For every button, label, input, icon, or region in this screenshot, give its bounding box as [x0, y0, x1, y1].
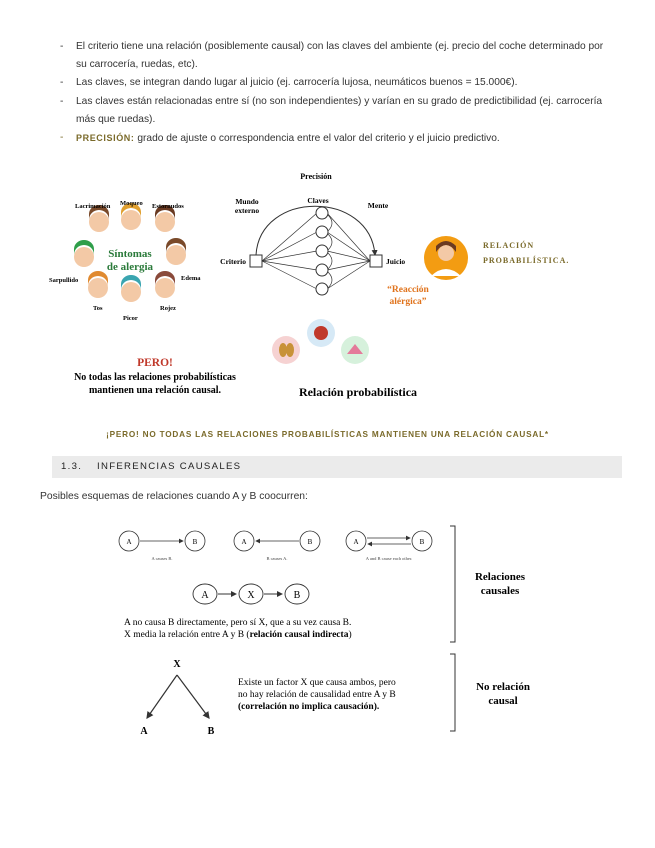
lens-label: Mundo [235, 197, 259, 206]
bracket-label: causal [488, 695, 517, 707]
bullet-dash: - [60, 132, 64, 144]
node-label: A [241, 538, 246, 546]
face-icon [88, 271, 108, 298]
bracket [450, 653, 456, 732]
reaction-label: “Reacción [387, 284, 429, 295]
face-icon [155, 205, 175, 232]
pero-text: No todas las relaciones probabilísticas [74, 372, 236, 383]
figure-caption: ¡PERO! NO TODAS LAS RELACIONES PROBABILÍ… [106, 430, 549, 439]
pero-text: mantienen una relación causal. [89, 385, 222, 396]
bullet-dash: - [60, 41, 64, 52]
node-b [184, 530, 206, 552]
section-header: 1.3. INFERENCIAS CAUSALES [52, 456, 622, 478]
side-label: RELACIÓN [483, 240, 534, 250]
symptom-label: Estornudos [152, 203, 184, 210]
bracket [450, 525, 456, 643]
node-label: B [308, 538, 313, 546]
section-number: 1.3. [61, 461, 83, 472]
face-icon [74, 240, 94, 267]
common-cause-text: no hay relación de causalidad entre A y … [238, 690, 396, 700]
node-a [192, 583, 218, 605]
node-label: X [247, 590, 255, 601]
symptom-faces [74, 203, 186, 302]
relacion-probabilistica-title: Relación probabilística [299, 385, 417, 399]
node-label: A [126, 538, 131, 546]
reaction-label: alérgica” [390, 297, 427, 307]
symptom-label: Moqueo [120, 200, 143, 207]
pero-heading: PERO! [137, 357, 173, 369]
node-label: B [208, 726, 215, 737]
symptoms-title: Síntomas [108, 248, 152, 260]
precision-term: PRECISIÓN: [76, 133, 135, 144]
face-icon [166, 238, 186, 265]
symptom-label: Picor [123, 315, 138, 322]
side-label: PROBABILÍSTICA. [483, 255, 569, 265]
node-label: B [193, 538, 198, 546]
peanut-shape [279, 343, 287, 357]
indirect-text: X media la relación entre A y B (relació… [124, 629, 352, 640]
face-icon [121, 203, 141, 230]
symptoms-title: de alergia [107, 261, 154, 273]
scheme-caption: B causes A. [266, 556, 287, 561]
node-x [238, 583, 264, 605]
ladybug-shape [314, 326, 328, 340]
node-b [299, 530, 321, 552]
common-cause-text: Existe un factor X que causa ambos, pero [238, 677, 396, 688]
face-icon [121, 275, 141, 302]
bullet-item: - El criterio tiene una relación (posible… [60, 38, 605, 74]
symptom-label: Tos [93, 305, 103, 312]
node-a [345, 530, 367, 552]
symptom-label: Edema [181, 275, 201, 282]
node-label: B [294, 590, 301, 601]
bullet-dash: - [60, 77, 64, 89]
common-cause-text: (correlación no implica causación). [238, 701, 379, 712]
bullet-item: -Las claves están relacionadas entre sí … [60, 93, 605, 129]
section-title: INFERENCIAS CAUSALES [97, 461, 242, 472]
bullet-dash: - [60, 95, 64, 107]
bracket-label: No relación [476, 681, 530, 693]
doctor-avatar-icon [424, 236, 468, 280]
node-label: X [173, 659, 181, 670]
symptom-label: Lacrimación [75, 203, 111, 210]
node-b [284, 583, 310, 605]
lens-label: Juicio [386, 257, 405, 266]
node-b [411, 530, 433, 552]
bullet-item: -Las claves, se integran dando lugar al … [60, 74, 605, 92]
scheme-caption: A and B cause each other. [366, 556, 412, 561]
node-a [118, 530, 140, 552]
bullet-list: -El criterio tiene una relación (posible… [60, 38, 605, 148]
bullet-text: Las claves, se integran dando lugar al j… [76, 77, 518, 89]
node-label: B [420, 538, 425, 546]
symptom-label: Rojez [160, 305, 176, 312]
node-a [233, 530, 255, 552]
lens-label: Claves [307, 196, 328, 205]
causal-schemes-figure: A B A B A B A causes B. B causes A. A an… [118, 525, 530, 737]
symptom-label: Sarpullido [49, 277, 78, 284]
lens-label: externo [235, 206, 259, 215]
food-shape [347, 344, 363, 354]
face-icon [155, 271, 175, 298]
indirect-text: A no causa B directamente, pero sí X, qu… [124, 618, 351, 628]
bracket-label: Relaciones [475, 571, 526, 583]
lens-model [249, 205, 383, 296]
lens-label: Mente [368, 201, 389, 210]
scheme-caption: A causes B. [151, 556, 172, 561]
lens-label: Precisión [300, 172, 332, 181]
peanut-shape [286, 343, 294, 357]
lens-label: Criterio [220, 257, 246, 266]
face-icon [89, 205, 109, 232]
node-label: A [353, 538, 358, 546]
lens-model-figure: Lacrimación Moqueo Estornudos Edema Roje… [49, 172, 569, 399]
bullet-item: - PRECISIÓN: grado de ajuste o correspond… [60, 129, 605, 148]
bullet-text: El criterio tiene una relación (posiblem… [76, 41, 604, 71]
node-label: A [140, 726, 148, 737]
intro-paragraph: Posibles esquemas de relaciones cuando A… [40, 491, 308, 502]
bullet-text: grado de ajuste o correspondencia entre … [134, 133, 500, 145]
bracket-label: causales [481, 585, 520, 597]
node-label: A [201, 590, 209, 601]
bullet-text: Las claves están relacionadas entre sí (… [76, 95, 603, 125]
